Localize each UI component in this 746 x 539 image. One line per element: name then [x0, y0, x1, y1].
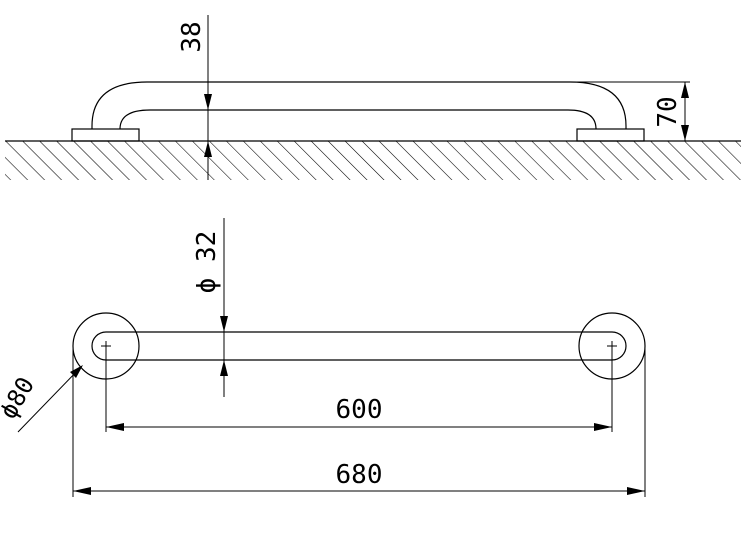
overall-length-arrow-left [73, 487, 91, 495]
height-arrow-top [681, 82, 689, 98]
hole-spacing-arrow-right [594, 423, 612, 431]
height-label: 70 [653, 96, 683, 127]
overall-length-label: 680 [336, 460, 383, 490]
flange-diameter-leader [17, 367, 81, 433]
hole-spacing-arrow-left [106, 423, 124, 431]
tube-body [91, 331, 627, 361]
tube-diameter-arrow-top [220, 316, 228, 332]
tube-diameter-arrow-bottom [220, 360, 228, 376]
left-flange-side [71, 128, 140, 142]
bar-thickness-arrow-bottom [204, 141, 212, 157]
overall-length-arrow-right [627, 487, 645, 495]
bar-thickness-label: 38 [177, 21, 207, 52]
height-arrow-bottom [681, 125, 689, 141]
grab-bar-outer-edge [91, 81, 627, 129]
wall-hatching [5, 141, 741, 180]
hole-spacing-label: 600 [336, 395, 383, 425]
tube-diameter-label: ϕ 32 [192, 231, 222, 294]
side-view: 70 38 [5, 15, 741, 180]
grab-bar-inner-edge [119, 109, 597, 130]
plan-view: ϕ 32 ϕ80 600 680 [0, 218, 646, 497]
bar-thickness-arrow-top [204, 94, 212, 110]
right-flange-side [576, 128, 645, 142]
